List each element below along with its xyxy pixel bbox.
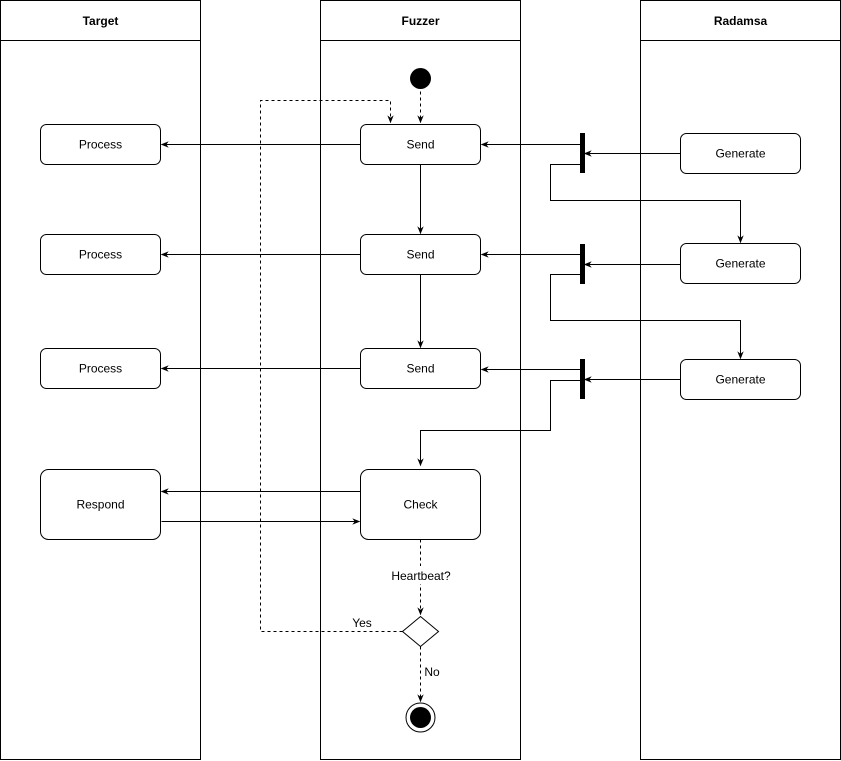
node-send-2: Send xyxy=(360,234,481,275)
node-process-2: Process xyxy=(40,234,161,275)
node-label-send-2: Send xyxy=(406,248,434,262)
lane-title-fuzzer: Fuzzer xyxy=(401,14,439,28)
lane-title-radamsa: Radamsa xyxy=(714,14,768,28)
end-node xyxy=(405,702,436,733)
fork-bar-1 xyxy=(580,133,585,173)
node-process-3: Process xyxy=(40,348,161,389)
edge-label-no: No xyxy=(424,665,440,679)
node-label-process-2: Process xyxy=(79,248,122,262)
edges xyxy=(160,141,744,525)
lane-title-target: Target xyxy=(83,14,119,28)
fork-bar-3 xyxy=(580,359,585,399)
edge-label-heartbeat: Heartbeat? xyxy=(391,569,451,583)
node-process-1: Process xyxy=(40,124,161,165)
node-generate-3: Generate xyxy=(680,359,801,400)
node-label-process-1: Process xyxy=(79,138,122,152)
node-send-3: Send xyxy=(360,348,481,389)
node-label-send-3: Send xyxy=(406,362,434,376)
heartbeat-label-bg xyxy=(388,566,452,584)
node-generate-2: Generate xyxy=(680,243,801,284)
node-check: Check xyxy=(360,469,481,540)
decision-diamond xyxy=(401,615,440,648)
start-node xyxy=(410,68,431,89)
node-send-1: Send xyxy=(360,124,481,165)
node-generate-1: Generate xyxy=(680,133,801,174)
edge-decision-loop-send1 xyxy=(260,100,403,632)
edge-fork3-check xyxy=(417,380,581,467)
node-label-generate-1: Generate xyxy=(715,147,765,161)
no-label-bg xyxy=(424,663,444,679)
edge-fork1-generate2 xyxy=(550,164,744,244)
node-label-process-3: Process xyxy=(79,362,122,376)
edge-label-yes: Yes xyxy=(352,616,372,630)
fork-bar-2 xyxy=(580,244,585,284)
node-respond: Respond xyxy=(40,469,161,540)
node-label-generate-2: Generate xyxy=(715,257,765,271)
edge-fork2-generate3 xyxy=(550,274,744,360)
node-label-generate-3: Generate xyxy=(715,373,765,387)
node-label-send-1: Send xyxy=(406,138,434,152)
node-label-respond: Respond xyxy=(76,498,124,512)
node-label-check: Check xyxy=(403,498,438,512)
